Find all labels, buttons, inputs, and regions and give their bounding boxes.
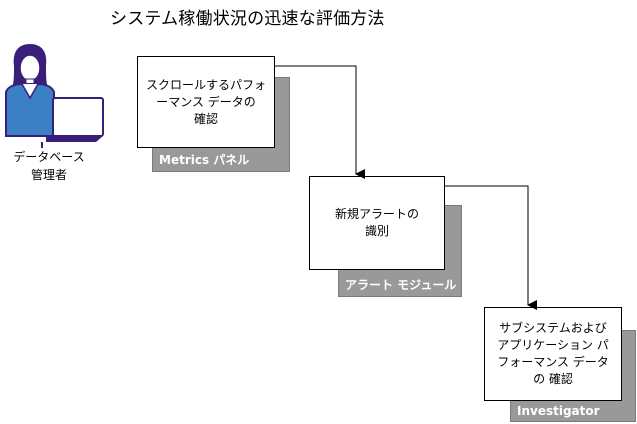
step-1-box: スクロールするパフォ ーマンス データの 確認: [137, 56, 275, 148]
step-2-box: 新規アラートの 識別: [309, 176, 445, 270]
diagram-title: システム稼働状況の迅速な評価方法: [110, 9, 385, 29]
arrow-step2-to-step3: [445, 185, 537, 310]
step-3-tag: Investigator: [517, 404, 600, 418]
arrow-step1-to-step2: [275, 65, 365, 179]
person-icon: [5, 44, 104, 148]
step-2-tag: アラート モジュール: [345, 278, 457, 292]
step-1-text: スクロールするパフォ ーマンス データの 確認: [145, 77, 266, 126]
step-3-text: サブシステムおよび アプリケーション パ フォーマンス データ の 確認: [497, 321, 609, 386]
step-3-box: サブシステムおよび アプリケーション パ フォーマンス データ の 確認: [484, 307, 622, 401]
dba-label: データベース 管理者: [13, 150, 85, 182]
step-1-tag: Metrics パネル: [159, 153, 250, 167]
step-2-text: 新規アラートの 識別: [334, 207, 419, 238]
